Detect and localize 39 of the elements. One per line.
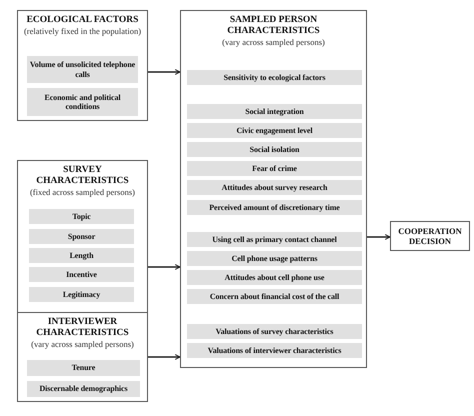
factor-box: Concern about financial cost of the call	[187, 289, 362, 304]
group-subtitle: (relatively fixed in the population)	[22, 26, 142, 36]
factor-box: Tenure	[27, 360, 140, 376]
factor-box: Sensitivity to ecological factors	[187, 70, 362, 85]
factor-box: Cell phone usage patterns	[187, 251, 362, 266]
factor-box: Discernable demographics	[27, 381, 140, 397]
factor-box: Perceived amount of discretionary time	[187, 200, 362, 215]
factor-box: Attitudes about survey research	[187, 180, 362, 195]
group-subtitle: (fixed across sampled persons)	[28, 187, 136, 197]
group-heading: INTERVIEWER CHARACTERISTICS	[35, 317, 130, 339]
outcome-box: COOPERATION DECISION	[390, 221, 470, 251]
group-heading: SAMPLED PERSON CHARACTERISTICS	[226, 15, 321, 37]
arrow	[148, 354, 180, 360]
factor-box: Attitudes about cell phone use	[187, 270, 362, 285]
group-box	[17, 10, 148, 121]
factor-box: Valuations of interviewer characteristics	[187, 343, 362, 358]
factor-box: Civic engagement level	[187, 123, 362, 138]
factor-box: Fear of crime	[187, 161, 362, 176]
arrow	[148, 264, 180, 270]
group-box	[180, 10, 367, 368]
factor-box: Incentive	[29, 267, 134, 282]
arrow	[148, 69, 180, 75]
group-subtitle: (vary across sampled persons)	[221, 37, 326, 47]
factor-box: Valuations of survey characteristics	[187, 324, 362, 339]
factor-box: Topic	[29, 209, 134, 224]
group-heading: SURVEY CHARACTERISTICS	[35, 165, 130, 187]
group-heading: ECOLOGICAL FACTORS	[26, 15, 140, 26]
factor-box: Using cell as primary contact channel	[187, 232, 362, 247]
factor-box: Sponsor	[29, 229, 134, 244]
group-box	[17, 312, 148, 402]
group-subtitle: (vary across sampled persons)	[30, 339, 135, 349]
factor-box: Legitimacy	[29, 287, 134, 302]
arrow	[367, 234, 390, 240]
factor-box: Economic and political conditions	[27, 88, 138, 116]
factor-box: Length	[29, 248, 134, 263]
group-box	[17, 160, 148, 313]
factor-box: Social isolation	[187, 142, 362, 157]
factor-box: Volume of unsolicited telephone calls	[27, 56, 138, 83]
factor-box: Social integration	[187, 104, 362, 119]
